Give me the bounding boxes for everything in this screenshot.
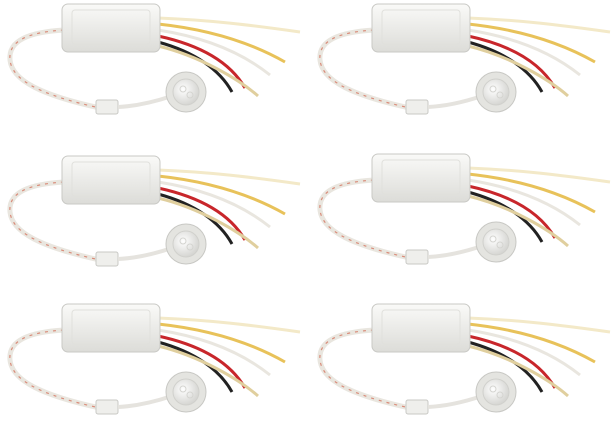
pir-sensor-module-6 bbox=[320, 304, 610, 414]
pir-sensor-module-2 bbox=[320, 4, 610, 114]
pir-sensor-module-4 bbox=[320, 154, 610, 264]
pir-sensor-module-1 bbox=[10, 4, 300, 114]
pir-sensor-module-5 bbox=[10, 304, 300, 414]
pir-sensor-module-3 bbox=[10, 156, 300, 266]
